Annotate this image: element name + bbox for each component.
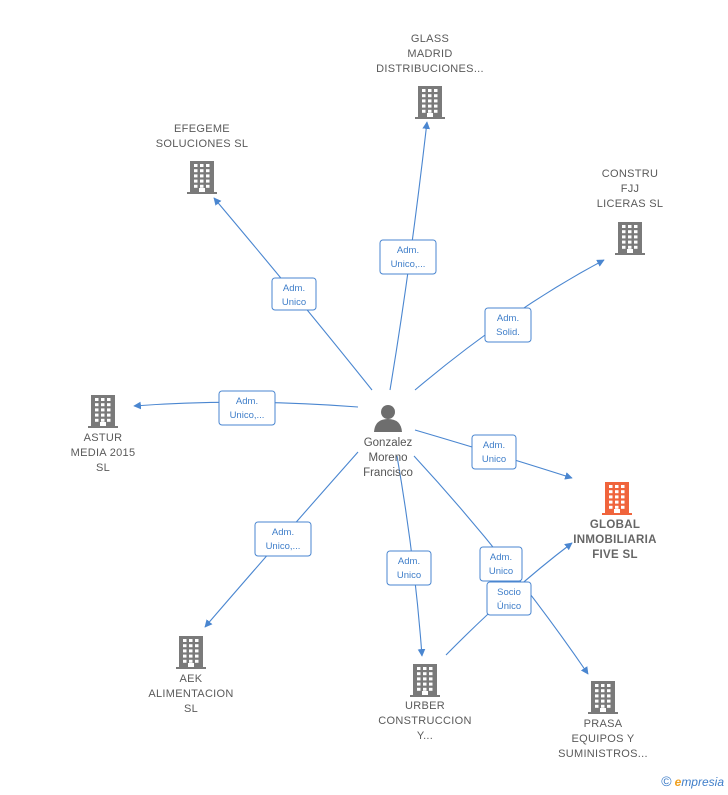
- person-name-line: Francisco: [363, 467, 413, 479]
- company-label-line: EFEGEME: [174, 123, 230, 135]
- edge-label-box: [479, 546, 523, 582]
- edge-label-box: [386, 550, 432, 586]
- company-label-line: ALIMENTACION: [148, 688, 233, 700]
- company-label-line: LICERAS SL: [597, 198, 664, 210]
- edge-label-text: Solid.: [496, 327, 520, 338]
- company-label-line: FJJ: [621, 183, 640, 195]
- edge-label-text: Unico,...: [391, 259, 426, 270]
- company-label-line: MEDIA 2015: [71, 447, 136, 459]
- company-label-line: SL: [96, 462, 110, 474]
- edge-label-center-to-constru[interactable]: Adm. Solid.: [484, 307, 532, 343]
- company-label-line: AEK: [180, 673, 203, 685]
- company-node-global[interactable]: GLOBAL INMOBILIARIA FIVE SL: [573, 482, 656, 561]
- company-label-line: PRASA: [584, 718, 623, 730]
- building-icon: [415, 86, 445, 119]
- edge-label-box: [218, 390, 276, 426]
- company-label-line: CONSTRU: [602, 168, 659, 180]
- edge-label-text: Adm.: [483, 440, 505, 451]
- edge-label-text: Adm.: [236, 396, 258, 407]
- edge-label-text: Unico: [282, 297, 306, 308]
- company-label-line: FIVE SL: [592, 549, 638, 561]
- edge-label-text: Unico: [482, 454, 506, 465]
- building-icon: [410, 664, 440, 697]
- edge-label-text: Adm.: [283, 283, 305, 294]
- edge-label-center-to-glass[interactable]: Adm. Unico,...: [379, 239, 437, 275]
- edge-label-center-to-prasa[interactable]: Adm. Unico: [479, 546, 523, 582]
- edge-label-box: [471, 434, 517, 470]
- company-label-line: URBER: [405, 700, 445, 712]
- edge-label-box: [484, 307, 532, 343]
- company-label-line: ASTUR: [84, 432, 123, 444]
- company-label-line: MADRID: [407, 48, 452, 60]
- company-node-urber[interactable]: URBER CONSTRUCCION Y...: [378, 664, 471, 742]
- person-icon: [374, 405, 402, 432]
- company-label-line: SUMINISTROS...: [558, 748, 648, 760]
- edge-label-center-to-astur[interactable]: Adm. Unico,...: [218, 390, 276, 426]
- edge-label-center-to-aek[interactable]: Adm. Unico,...: [254, 521, 312, 557]
- company-node-efegeme[interactable]: EFEGEME SOLUCIONES SL: [156, 123, 249, 194]
- company-label-line: GLOBAL: [590, 519, 640, 531]
- building-icon: [602, 482, 632, 515]
- company-label-line: INMOBILIARIA: [573, 534, 656, 546]
- brand-initial: e: [674, 775, 682, 789]
- edge-label-text: Adm.: [497, 313, 519, 324]
- building-icon: [588, 681, 618, 714]
- edge-label-center-to-global[interactable]: Adm. Unico: [471, 434, 517, 470]
- edge-label-box: [271, 277, 317, 311]
- company-label-line: Y...: [417, 730, 433, 742]
- edge-label-text: Adm.: [272, 527, 294, 538]
- building-icon: [615, 222, 645, 255]
- edge-label-text: Adm.: [398, 556, 420, 567]
- company-node-aek[interactable]: AEK ALIMENTACION SL: [148, 636, 233, 715]
- company-label-line: SL: [184, 703, 198, 715]
- company-node-constru[interactable]: CONSTRU FJJ LICERAS SL: [597, 168, 664, 255]
- edge-label-text: Socio: [497, 587, 521, 598]
- company-label-line: GLASS: [411, 33, 449, 45]
- edge-label-text: Unico,...: [230, 410, 265, 421]
- edge-label-text: Adm.: [397, 245, 419, 256]
- brand-name: mpresia: [681, 775, 724, 789]
- edge-label-text: Unico: [489, 566, 513, 577]
- company-label-line: CONSTRUCCION: [378, 715, 471, 727]
- person-name-line: Moreno: [369, 452, 408, 464]
- company-node-glass[interactable]: GLASS MADRID DISTRIBUCIONES...: [376, 33, 484, 119]
- company-node-prasa[interactable]: PRASA EQUIPOS Y SUMINISTROS...: [558, 681, 648, 760]
- edge-label-center-to-efegeme[interactable]: Adm. Unico: [271, 277, 317, 311]
- building-icon: [88, 395, 118, 428]
- edge-label-box: [254, 521, 312, 557]
- edge-label-center-to-urber[interactable]: Adm. Unico: [386, 550, 432, 586]
- edge-label-text: Único: [497, 601, 521, 612]
- edge-label-box: [379, 239, 437, 275]
- edge-label-text: Unico: [397, 570, 421, 581]
- company-label-line: EQUIPOS Y: [571, 733, 634, 745]
- company-label-line: SOLUCIONES SL: [156, 138, 249, 150]
- edge-label-text: Adm.: [490, 552, 512, 563]
- footer-brand: ©empresia: [661, 773, 724, 789]
- copyright-symbol: ©: [661, 773, 672, 789]
- building-icon: [187, 161, 217, 194]
- building-icon: [176, 636, 206, 669]
- edge-label-box: [486, 581, 532, 616]
- company-label-line: DISTRIBUCIONES...: [376, 63, 484, 75]
- edge-label-text: Unico,...: [266, 541, 301, 552]
- person-name-line: Gonzalez: [364, 437, 413, 449]
